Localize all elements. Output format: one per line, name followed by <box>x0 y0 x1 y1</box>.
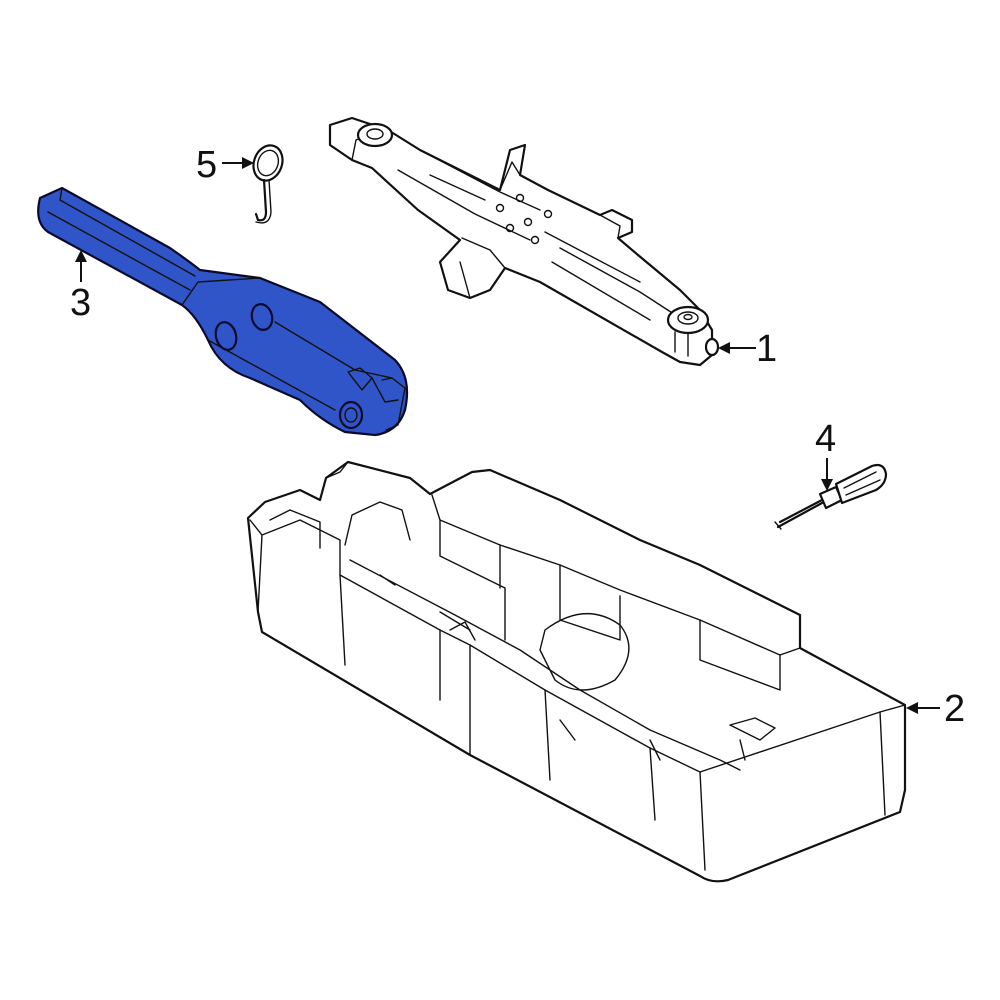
callout-label-3: 3 <box>70 282 92 324</box>
part-1-scissor-jack[interactable] <box>328 116 720 367</box>
callout-label-2: 2 <box>944 688 966 730</box>
callout-arrow-1 <box>718 342 756 354</box>
callout-arrow-5 <box>222 157 254 169</box>
callout-label-4: 4 <box>815 418 837 460</box>
callout-arrow-3 <box>75 250 87 282</box>
callout-label-1: 1 <box>756 328 778 370</box>
callout-arrow-4 <box>821 458 833 491</box>
part-5-retaining-clip[interactable] <box>249 141 288 224</box>
callout-label-5: 5 <box>196 144 218 186</box>
part-3-jack-handle[interactable] <box>37 186 409 437</box>
callout-arrow-2 <box>906 702 940 714</box>
part-4-screwdriver[interactable] <box>774 463 888 530</box>
part-2-tool-tray[interactable] <box>246 460 907 883</box>
